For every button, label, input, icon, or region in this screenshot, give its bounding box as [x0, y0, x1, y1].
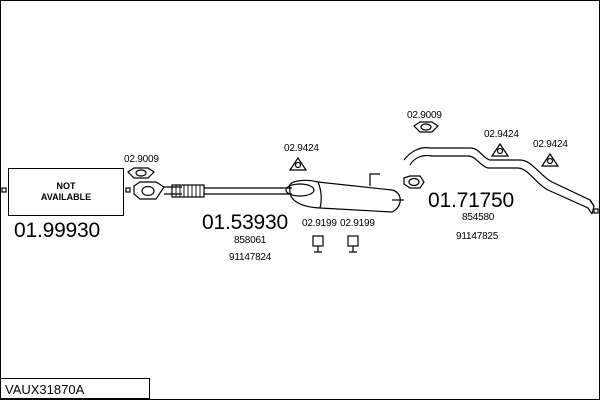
connector-right	[593, 208, 599, 214]
part-number-front: 01.99930	[14, 219, 100, 242]
part-middle-oe-2: 91147824	[229, 252, 272, 263]
part-rear-oe-2: 91147825	[456, 231, 499, 242]
gasket-front-callout-icon	[127, 167, 155, 179]
not-available-line2: AVAILABLE	[40, 192, 92, 202]
clamp-b-icon	[347, 235, 359, 253]
rear-tail-pipe	[403, 147, 595, 215]
gasket-rear-label: 02.9009	[407, 110, 442, 121]
not-available-line1: NOT	[56, 181, 76, 191]
part-number-middle: 01.53930	[202, 211, 288, 234]
gasket-rear-icon	[403, 175, 425, 189]
reference-code: VAUX31870A	[5, 382, 85, 397]
clamp-b-label: 02.9199	[340, 218, 375, 229]
gasket-rear-callout-icon	[413, 121, 439, 133]
mount-rear-b-icon	[540, 152, 560, 167]
mount-rear-a-label: 02.9424	[484, 129, 519, 140]
middle-silencer	[285, 173, 404, 213]
flex-section	[171, 184, 205, 198]
clamp-a-icon	[312, 235, 324, 253]
gasket-front-label: 02.9009	[124, 154, 159, 165]
gasket-front-icon	[133, 181, 165, 200]
clamp-a-label: 02.9199	[302, 218, 337, 229]
part-number-rear: 01.71750	[428, 189, 514, 212]
connector-left	[1, 187, 7, 193]
mount-rear-a-icon	[490, 142, 510, 157]
part-middle-oe-1: 858061	[234, 235, 267, 246]
reference-box: VAUX31870A	[0, 378, 150, 399]
mount-mid-label: 02.9424	[284, 143, 319, 154]
not-available-box: NOT AVAILABLE	[8, 168, 124, 216]
mount-rear-b-label: 02.9424	[533, 139, 568, 150]
mount-mid-icon	[288, 156, 308, 171]
part-rear-oe-1: 854580	[462, 212, 495, 223]
connector-front	[125, 187, 131, 193]
